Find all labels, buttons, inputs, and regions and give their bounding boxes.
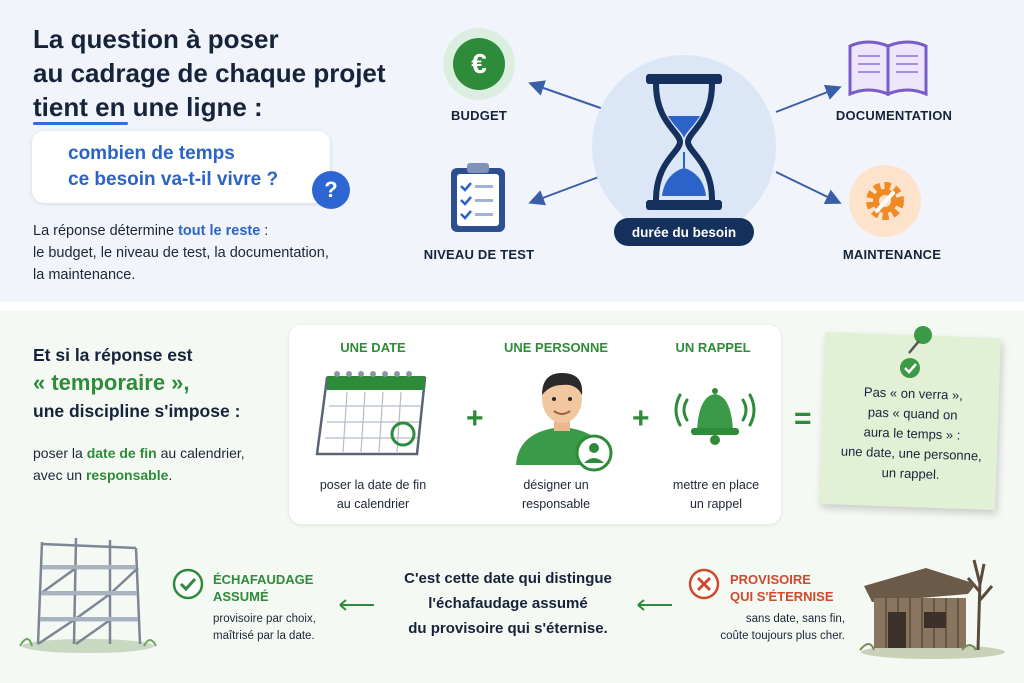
discipline-title-line: une discipline s'impose : [33, 401, 241, 421]
answer-text: La réponse détermine tout le reste : le … [33, 220, 363, 286]
step-date-title: UNE DATE [340, 340, 406, 355]
provisoire-desc-line: sans date, sans fin, [745, 613, 845, 625]
cross-circle-icon [688, 568, 720, 600]
plus-operator: + [466, 402, 484, 435]
scaffolding-desc: provisoire par choix, maîtrisé par la da… [213, 611, 316, 645]
discipline-text: poser la date de fin au calendrier, avec… [33, 442, 273, 486]
book-icon [848, 40, 928, 97]
step-person-title: UNE PERSONNE [503, 340, 609, 355]
discipline-text-highlight: responsable [85, 467, 169, 483]
question-bubble-line: combien de temps [68, 143, 235, 164]
discipline-text-part: au calendrier, [156, 445, 245, 461]
step-desc-line: désigner un [523, 478, 589, 492]
gear-icon [866, 182, 904, 220]
step-reminder-title: UN RAPPEL [675, 340, 751, 355]
provisoire-desc-line: coûte toujours plus cher. [720, 630, 845, 642]
step-desc-line: un rappel [689, 497, 743, 511]
scaffolding-illustration [19, 537, 157, 653]
duree-besoin-pill: durée du besoin [614, 218, 754, 246]
step-desc-line: poser la date de fin [319, 478, 427, 492]
sticky-note-line: un rappel. [881, 464, 940, 482]
discipline-title-line: Et si la réponse est [33, 345, 193, 365]
distinction-line: C'est cette date qui distingue [404, 570, 612, 587]
title-underline [33, 122, 128, 125]
discipline-text-part: avec un [33, 467, 86, 483]
answer-suffix: : [260, 223, 269, 239]
sticky-note-line: Pas « on verra », [863, 384, 964, 403]
provisoire-title: PROVISOIRE QUI S'ÉTERNISE [730, 571, 834, 605]
step-desc-line: au calendrier [336, 497, 410, 511]
discipline-text-part: poser la [33, 445, 87, 461]
question-bubble: combien de temps ce besoin va-t-il vivre… [32, 131, 330, 203]
question-title-line: au cadrage de chaque projet [33, 58, 386, 88]
answer-highlight: tout le reste [178, 223, 261, 239]
distinction-line: l'échafaudage assumé [428, 595, 588, 612]
calendar-icon [315, 371, 427, 456]
discipline-text-highlight: date de fin [86, 445, 157, 461]
clipboard-icon [451, 163, 505, 232]
shack-illustration [859, 559, 1005, 659]
person-icon [516, 373, 613, 472]
bell-icon [674, 388, 756, 445]
discipline-title: Et si la réponse est « temporaire », une… [33, 342, 240, 425]
discipline-text-part: . [168, 467, 173, 483]
question-title-line: tient en une ligne : [33, 92, 263, 122]
topic-budget: BUDGET [450, 108, 508, 123]
question-title: La question à poser au cadrage de chaque… [33, 22, 386, 124]
sticky-note-line: aura le temps » : [863, 424, 961, 443]
provisoire-title-line: QUI S'ÉTERNISE [730, 589, 834, 604]
scaffolding-desc-line: provisoire par choix, [213, 613, 316, 625]
sticky-note-line: une date, une personne, [840, 443, 983, 464]
left-connector-arrow [339, 599, 374, 611]
plus-operator: + [632, 402, 650, 435]
check-icon [900, 358, 920, 378]
discipline-title-highlight: « temporaire », [33, 370, 190, 395]
gear-wrench-icon [849, 165, 921, 237]
answer-line: la maintenance. [33, 267, 136, 283]
topic-maintenance: MAINTENANCE [842, 247, 942, 262]
answer-prefix: La réponse détermine [33, 223, 179, 239]
right-connector-arrow [637, 599, 672, 611]
question-bubble-line: ce besoin va-t-il vivre ? [68, 169, 279, 190]
distinction-statement: C'est cette date qui distingue l'échafau… [382, 566, 634, 641]
step-desc-line: responsable [521, 497, 591, 511]
hourglass-icon [646, 74, 722, 210]
scaffolding-title-line: ÉCHAFAUDAGE [213, 572, 314, 587]
euro-symbol: € [453, 38, 505, 90]
arrow-documentation [775, 84, 842, 113]
scaffolding-desc-line: maîtrisé par la date. [213, 630, 315, 642]
step-reminder-desc: mettre en place un rappel [641, 476, 791, 514]
sticky-note-text: Pas « on verra », pas « quand on aura le… [834, 381, 989, 486]
answer-line: le budget, le niveau de test, la documen… [33, 245, 329, 261]
arrow-maintenance [775, 171, 842, 204]
question-title-line: La question à poser [33, 24, 279, 54]
step-desc-line: mettre en place [672, 478, 760, 492]
euro-icon: € [443, 28, 515, 100]
distinction-line: du provisoire qui s'éternise. [408, 620, 608, 637]
pushpin-icon [908, 326, 932, 354]
scaffolding-title: ÉCHAFAUDAGE ASSUMÉ [213, 571, 313, 605]
topic-niveau-test: NIVEAU DE TEST [423, 247, 535, 262]
topic-documentation: DOCUMENTATION [835, 108, 953, 123]
step-date-desc: poser la date de fin au calendrier [298, 476, 448, 514]
equals-operator: = [794, 402, 812, 435]
provisoire-desc: sans date, sans fin, coûte toujours plus… [717, 611, 845, 645]
step-person-desc: désigner un responsable [481, 476, 631, 514]
arrow-budget [528, 80, 613, 113]
provisoire-title-line: PROVISOIRE [730, 572, 811, 587]
sticky-note-line: pas « quand on [867, 404, 958, 423]
check-circle-icon [172, 568, 204, 600]
question-mark-icon: ? [312, 171, 350, 209]
scaffolding-title-line: ASSUMÉ [213, 589, 269, 604]
